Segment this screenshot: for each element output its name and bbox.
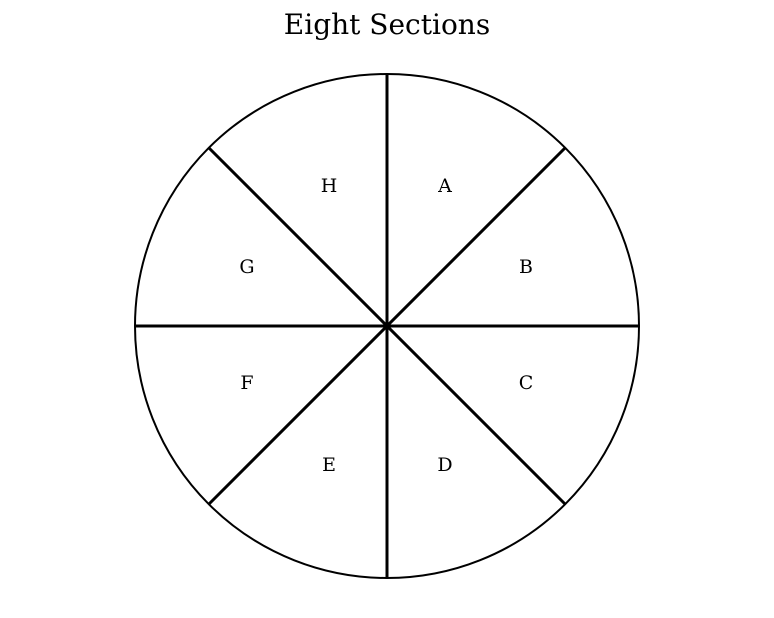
divider-diagonal-falling [207,146,567,506]
section-label-b: B [519,256,533,278]
section-label-e: E [322,454,336,476]
section-label-c: C [519,372,534,394]
page-title: Eight Sections [283,8,491,41]
section-label-g: G [239,256,254,278]
section-label-d: D [437,454,452,476]
section-label-f: F [240,372,253,394]
section-label-h: H [321,175,338,197]
section-label-a: A [437,175,452,197]
